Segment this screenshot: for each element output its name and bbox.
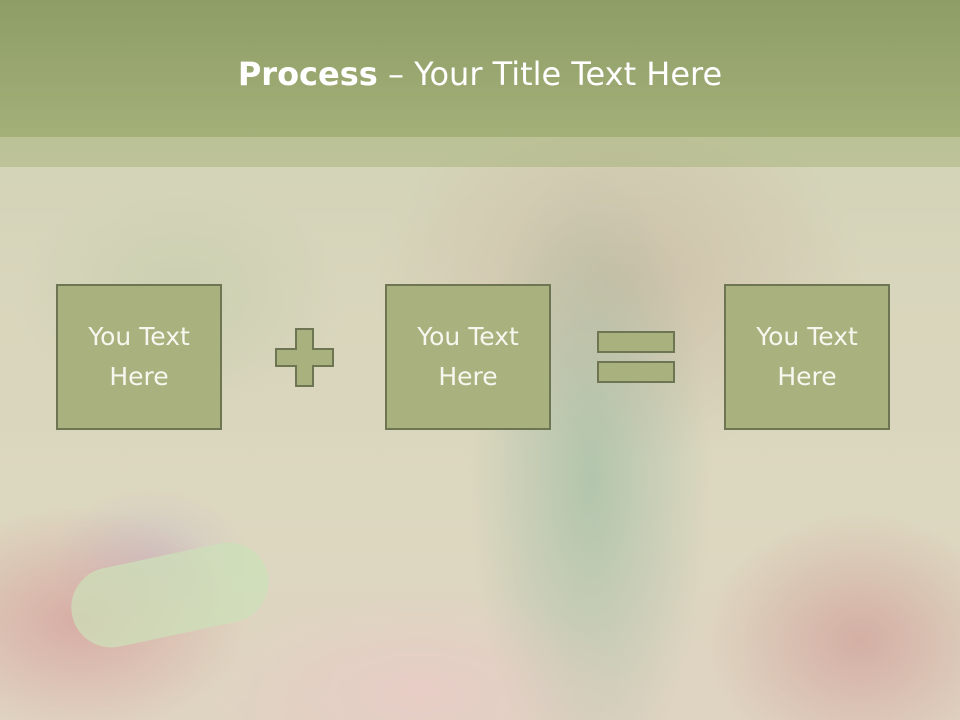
- title-bar-fade: [0, 137, 960, 167]
- process-box-2[interactable]: You Text Here: [385, 284, 551, 430]
- process-box-1[interactable]: You Text Here: [56, 284, 222, 430]
- slide-title: Process – Your Title Text Here: [0, 52, 960, 96]
- process-box-3[interactable]: You Text Here: [724, 284, 890, 430]
- equals-icon: [597, 331, 675, 383]
- title-bar: [0, 0, 960, 137]
- process-box-3-text: You Text Here: [756, 322, 858, 391]
- process-box-2-text: You Text Here: [417, 322, 519, 391]
- process-box-1-text: You Text Here: [88, 322, 190, 391]
- title-rest: – Your Title Text Here: [377, 55, 723, 93]
- title-bold: Process: [237, 55, 378, 93]
- plus-icon: [275, 328, 334, 387]
